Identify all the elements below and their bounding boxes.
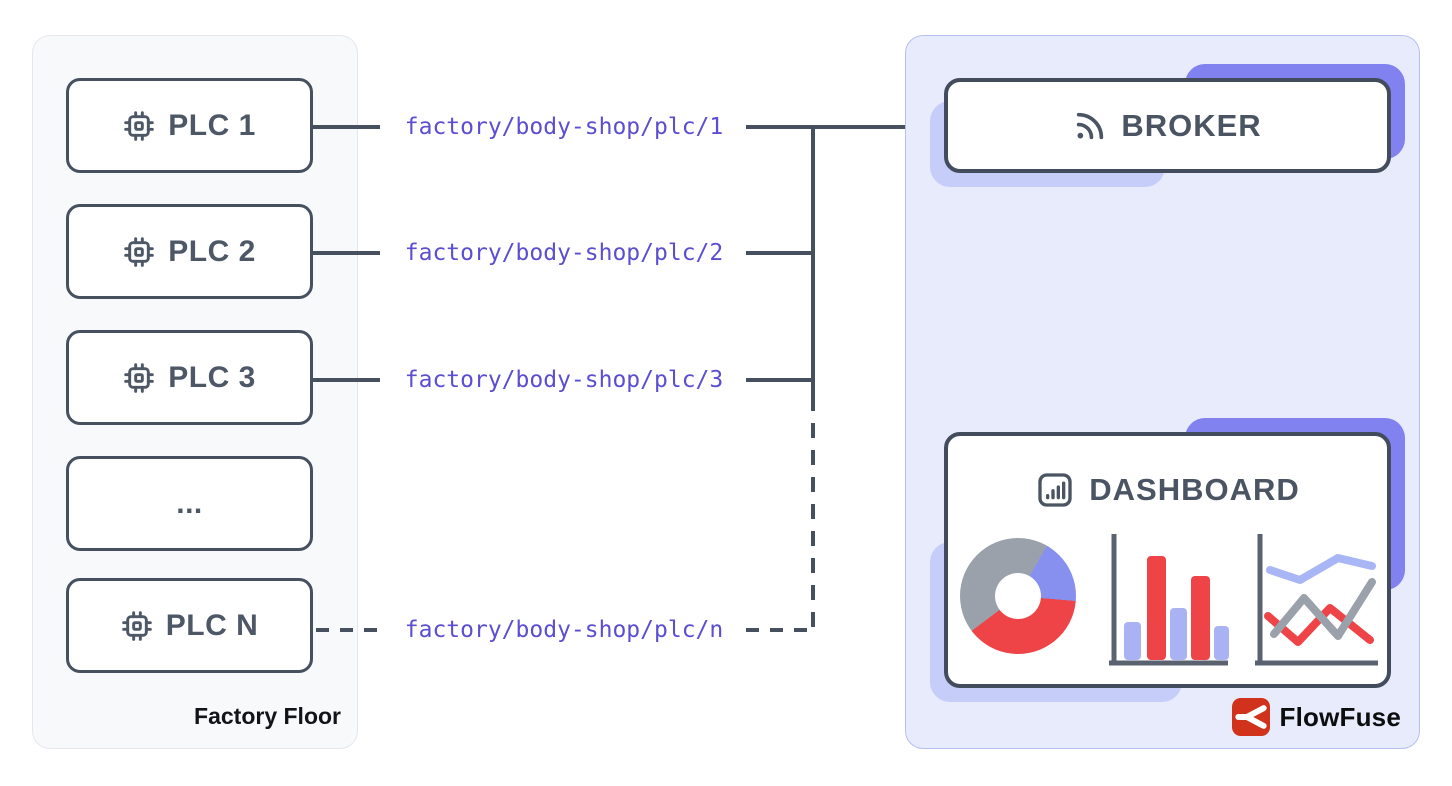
brand-label: FlowFuse	[1279, 701, 1401, 732]
plc-node-2: PLC 2	[66, 204, 313, 299]
plc-node-ellipsis: ...	[66, 456, 313, 551]
donut-hole	[995, 573, 1041, 619]
factory-floor-panel: PLC 1 PLC 2 PLC 3 ...	[32, 35, 358, 749]
plc-node-3: PLC 3	[66, 330, 313, 425]
topic-label-plc-2: factory/body-shop/plc/2	[404, 240, 724, 266]
cpu-icon	[121, 610, 153, 642]
ellipsis-label: ...	[176, 486, 203, 520]
plc-label: PLC 2	[168, 234, 256, 268]
dashboard-label: DASHBOARD	[1089, 472, 1300, 507]
broker-label: BROKER	[1121, 107, 1262, 143]
topic-label-plc-1: factory/body-shop/plc/1	[404, 114, 724, 140]
plc-node-n: PLC N	[66, 578, 313, 673]
plc-label: PLC 3	[168, 360, 256, 394]
dashboard-node: DASHBOARD	[930, 418, 1405, 702]
broker-node: BROKER	[930, 64, 1405, 187]
brand: FlowFuse	[1231, 698, 1402, 736]
plc-node-1: PLC 1	[66, 78, 313, 173]
flowfuse-panel: BROKER DASHBOARD	[905, 35, 1420, 749]
broker-box: BROKER	[944, 78, 1391, 173]
cpu-icon	[123, 236, 155, 268]
line-chart	[1255, 534, 1378, 666]
bar-chart-icon	[1035, 470, 1075, 510]
cpu-icon	[123, 110, 155, 142]
plc-label: PLC N	[165, 608, 259, 642]
plc-label: PLC 1	[168, 108, 256, 142]
cpu-icon	[123, 362, 155, 394]
factory-floor-label: Factory Floor	[194, 703, 341, 729]
topic-label-plc-n: factory/body-shop/plc/n	[404, 617, 724, 643]
topic-label-plc-3: factory/body-shop/plc/3	[404, 367, 724, 393]
dashboard-box: DASHBOARD	[944, 432, 1391, 688]
bar-chart	[1109, 534, 1229, 666]
flowfuse-logo	[1231, 698, 1270, 736]
donut-chart	[960, 538, 1076, 654]
rss-icon	[1073, 109, 1107, 143]
